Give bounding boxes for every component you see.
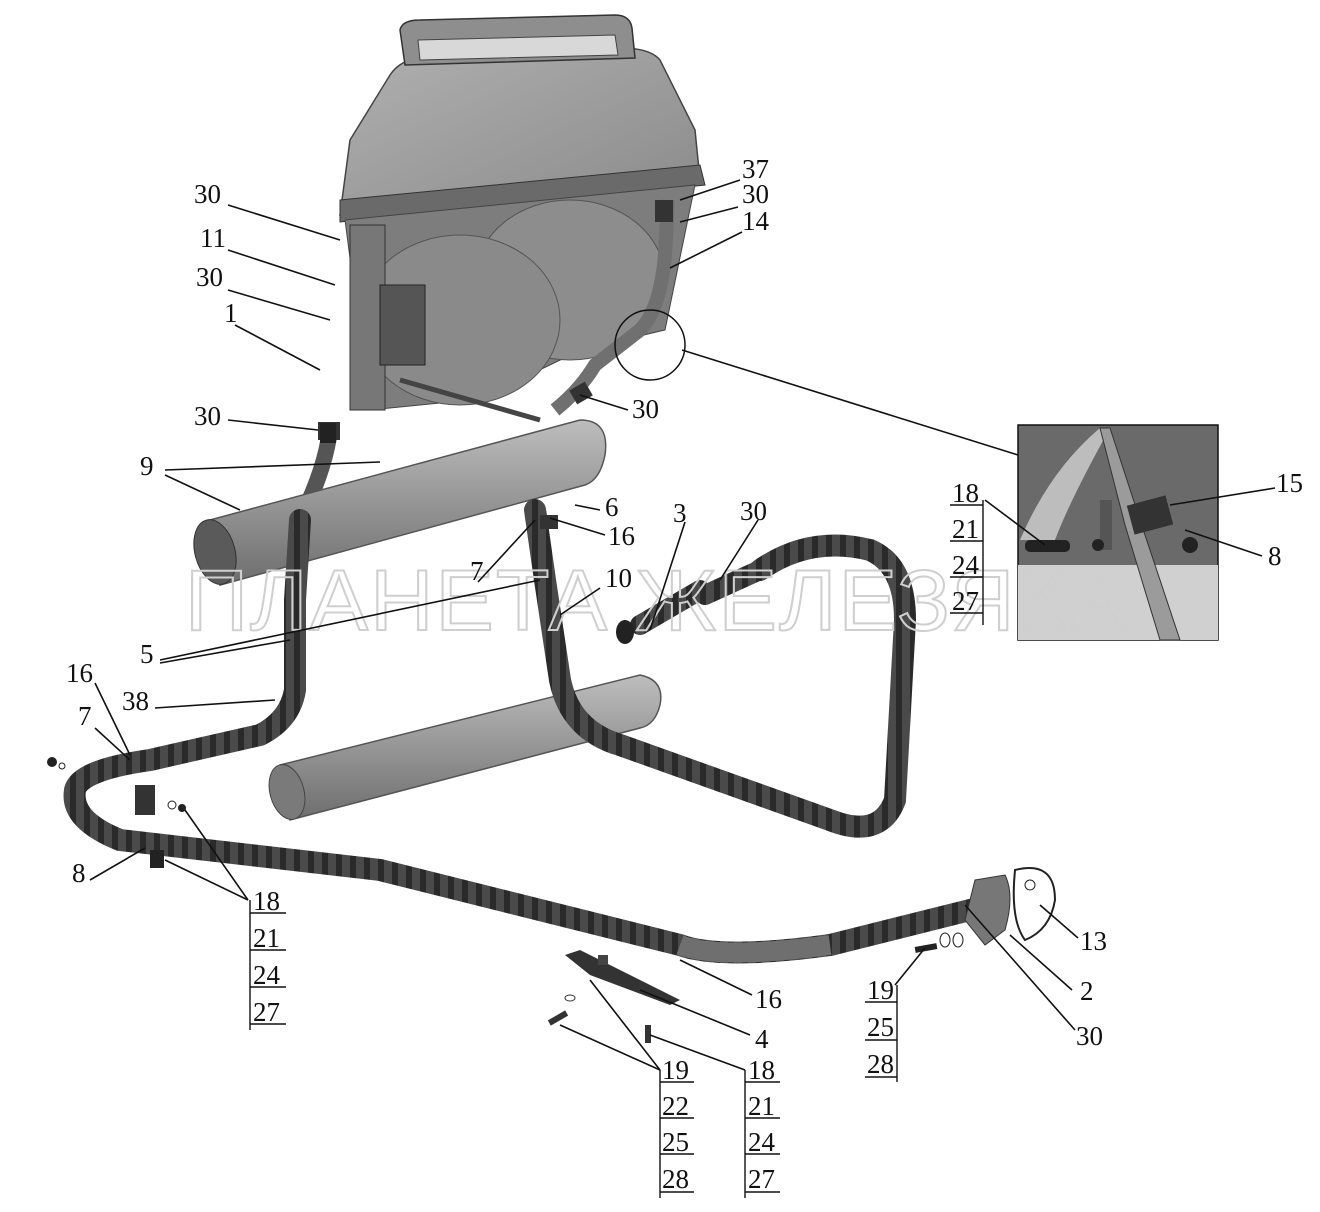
stack-flange: 19 25 28 <box>865 975 898 1082</box>
corrugated-pipes <box>63 499 1001 964</box>
stack-item: 18 <box>952 478 979 508</box>
watermark-text: ПЛАНЕТА ЖЕЛЕЗЯКА <box>185 553 1130 649</box>
label-10: 10 <box>605 563 632 593</box>
label-16: 16 <box>755 984 782 1014</box>
label-9: 9 <box>140 451 154 481</box>
flange-assembly <box>914 867 1057 953</box>
stack-item: 24 <box>748 1127 776 1157</box>
stack-bracket-a: 19 22 25 28 <box>659 1055 694 1198</box>
stack-item: 28 <box>662 1164 689 1194</box>
stack-item: 18 <box>748 1055 775 1085</box>
stack-item: 27 <box>253 997 280 1027</box>
label-8: 8 <box>72 858 86 888</box>
label-6: 6 <box>605 492 619 522</box>
label-38: 38 <box>122 686 149 716</box>
part-labels: 37 30 14 30 11 30 1 30 30 9 6 16 3 30 7 … <box>66 154 1303 1054</box>
stack-item: 19 <box>662 1055 689 1085</box>
stack-item: 21 <box>748 1091 775 1121</box>
label-16: 16 <box>66 658 93 688</box>
stack-item: 19 <box>867 975 894 1005</box>
stack-item: 28 <box>867 1049 894 1079</box>
stack-bracket-b: 18 21 24 27 <box>744 1055 780 1198</box>
label-3: 3 <box>673 498 687 528</box>
label-7: 7 <box>78 701 92 731</box>
label-5: 5 <box>140 639 154 669</box>
air-cleaner-housing <box>339 14 706 423</box>
stack-item: 27 <box>952 586 979 616</box>
label-1: 1 <box>224 298 238 328</box>
label-2: 2 <box>1080 976 1094 1006</box>
label-30: 30 <box>1076 1021 1103 1051</box>
stack-item: 25 <box>867 1012 894 1042</box>
leader-lines <box>89 179 1276 1071</box>
stack-item: 25 <box>662 1127 689 1157</box>
label-30: 30 <box>632 394 659 424</box>
detail-callout-circle <box>614 309 686 381</box>
label-4: 4 <box>755 1024 769 1054</box>
label-30: 30 <box>196 262 223 292</box>
label-8: 8 <box>1268 541 1282 571</box>
label-30: 30 <box>194 179 221 209</box>
label-13: 13 <box>1080 926 1107 956</box>
stack-item: 24 <box>253 960 281 990</box>
stack-item: 21 <box>253 923 280 953</box>
label-14: 14 <box>742 206 770 236</box>
label-7: 7 <box>470 556 484 586</box>
stack-item: 27 <box>748 1164 775 1194</box>
label-30: 30 <box>194 401 221 431</box>
stack-item: 22 <box>662 1091 689 1121</box>
label-30: 30 <box>740 496 767 526</box>
stack-item: 24 <box>952 550 980 580</box>
label-15: 15 <box>1276 468 1303 498</box>
detail-inset <box>1017 424 1219 641</box>
label-11: 11 <box>200 223 226 253</box>
bracket-assembly <box>547 950 680 1043</box>
label-30: 30 <box>742 179 769 209</box>
stack-item: 21 <box>952 514 979 544</box>
stack-inset: 18 21 24 27 <box>950 478 984 625</box>
label-16: 16 <box>608 521 635 551</box>
stack-left-bottom: 18 21 24 27 <box>249 886 286 1030</box>
label-37: 37 <box>742 154 769 184</box>
stack-item: 18 <box>253 886 280 916</box>
